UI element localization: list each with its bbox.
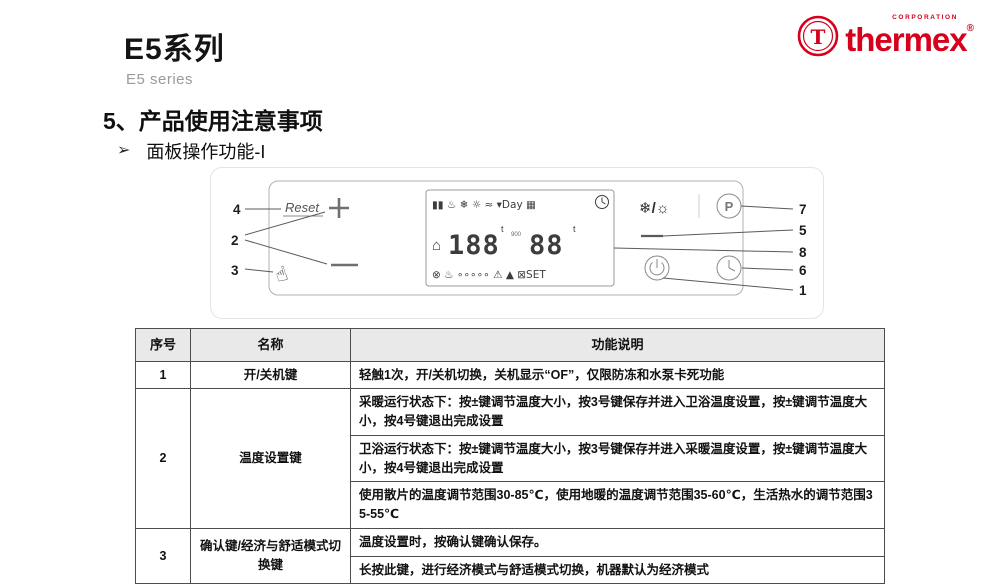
table-row-2: 2 温度设置键 采暖运行状态下：按±键调节温度大小，按3号键保存并进入卫浴温度设… — [135, 388, 885, 529]
program-button-label: P — [725, 199, 734, 214]
callout-lines — [244, 205, 794, 291]
table-row-2c: 使用散片的温度调节范围30-85℃，使用地暖的温度调节范围35-60℃，生活热水… — [136, 481, 885, 529]
bullet-text: 面板操作功能-I — [146, 142, 266, 162]
col-header-num: 序号 — [135, 328, 191, 362]
row1-name: 开/关机键 — [190, 360, 351, 390]
callout-2: 2 — [231, 233, 239, 248]
bullet-line: ➢ 面板操作功能-I — [117, 138, 265, 164]
callout-8: 8 — [799, 245, 807, 260]
lcd-top-icons: ▮▮ ♨ ❄ ☼ ≈ ▾Day ▦ — [432, 199, 536, 211]
row3-desc-longpress: 长按此键，进行经济模式与舒适模式切换，机器默认为经济模式 — [350, 555, 885, 584]
plus-button — [329, 198, 349, 218]
control-panel-diagram: Reset ☝ ▮▮ ♨ ❄ ☼ ≈ ▾Day ▦ ⌂ 188 t 900 88… — [231, 180, 807, 298]
callout-numbers: 4 2 3 7 5 8 6 1 — [231, 202, 807, 298]
registered-mark: ® — [966, 23, 974, 34]
mode-snowflake-sun-icon: ❄/☼ — [639, 200, 669, 217]
lcd-clock-icon — [595, 195, 609, 209]
row3-desc-confirm: 温度设置时，按确认键确认保存。 — [350, 527, 885, 557]
table-row-3: 3 确认键/经济与舒适模式切换键 温度设置时，按确认键确认保存。 — [135, 527, 885, 584]
row2-desc-heating: 采暖运行状态下：按±键调节温度大小，按3号键保存并进入卫浴温度设置，按±键调节温… — [350, 388, 885, 436]
lcd-main-temp-unit: t — [501, 224, 504, 234]
callout-1: 1 — [799, 283, 807, 298]
touch-hand-icon: ☝ — [273, 263, 290, 287]
power-button-icon — [644, 255, 670, 281]
table-row-2b: 卫浴运行状态下：按±键调节温度大小，按3号键保存并进入采暖温度设置，按±键调节温… — [136, 434, 885, 483]
section-heading: 5、产品使用注意事项 — [103, 108, 323, 134]
row1-desc: 轻触1次，开/关机切换，关机显示“OF”，仅限防冻和水泵卡死功能 — [350, 360, 885, 390]
callout-6: 6 — [799, 263, 807, 278]
col-header-name: 名称 — [190, 328, 351, 362]
row1-num: 1 — [135, 360, 191, 390]
callout-4: 4 — [233, 202, 241, 217]
series-title: E5系列 — [124, 33, 225, 66]
callout-7: 7 — [799, 202, 807, 217]
lcd-mini-label: 900 — [511, 232, 522, 238]
lcd-sub-temp-unit: t — [573, 224, 576, 234]
row2-desc-range: 使用散片的温度调节范围30-85℃，使用地暖的温度调节范围35-60℃，生活热水… — [350, 481, 885, 529]
clock-button-icon — [716, 255, 742, 281]
table-header-row: 序号 名称 功能说明 — [135, 328, 885, 362]
arrow-bullet-icon: ➢ — [117, 142, 131, 159]
logo-letter: T — [811, 25, 826, 49]
lcd-sub-temp: 88 — [529, 230, 564, 261]
row3-num: 3 — [135, 527, 191, 584]
table-row-1: 1 开/关机键 轻触1次，开/关机切换，关机显示“OF”，仅限防冻和水泵卡死功能 — [135, 360, 885, 390]
panel-diagram-frame: Reset ☝ ▮▮ ♨ ❄ ☼ ≈ ▾Day ▦ ⌂ 188 t 900 88… — [210, 167, 824, 319]
logo-brand-label: thermex — [845, 21, 967, 58]
series-subtitle: E5 series — [126, 71, 194, 88]
lcd-display: ▮▮ ♨ ❄ ☼ ≈ ▾Day ▦ ⌂ 188 t 900 88 t ⊗ ♨ ∘… — [425, 189, 615, 287]
lcd-main-temp: 188 — [448, 230, 500, 261]
col-header-desc: 功能说明 — [350, 328, 885, 362]
thermex-logo-icon: T — [797, 15, 839, 57]
row2-desc-bath: 卫浴运行状态下：按±键调节温度大小，按3号键保存并进入采暖温度设置，按±键调节温… — [350, 434, 885, 483]
callout-5: 5 — [799, 223, 807, 238]
thermex-logo: T CORPORATION thermex® — [796, 14, 974, 60]
lcd-house-icon: ⌂ — [432, 237, 441, 254]
function-table: 序号 名称 功能说明 1 开/关机键 轻触1次，开/关机切换，关机显示“OF”，… — [135, 328, 885, 584]
callout-3: 3 — [231, 263, 239, 278]
logo-corporation-label: CORPORATION — [892, 14, 958, 21]
row2-name: 温度设置键 — [190, 388, 351, 529]
row3-name: 确认键/经济与舒适模式切换键 — [190, 527, 351, 584]
reset-button-label: Reset — [285, 200, 320, 215]
program-button: P — [716, 193, 742, 219]
lcd-bottom-icons: ⊗ ♨ ∘∘∘∘∘ ⚠ ▲ ⊠SET — [432, 269, 546, 281]
row2-num: 2 — [135, 388, 191, 529]
logo-text: CORPORATION thermex® — [845, 14, 974, 56]
